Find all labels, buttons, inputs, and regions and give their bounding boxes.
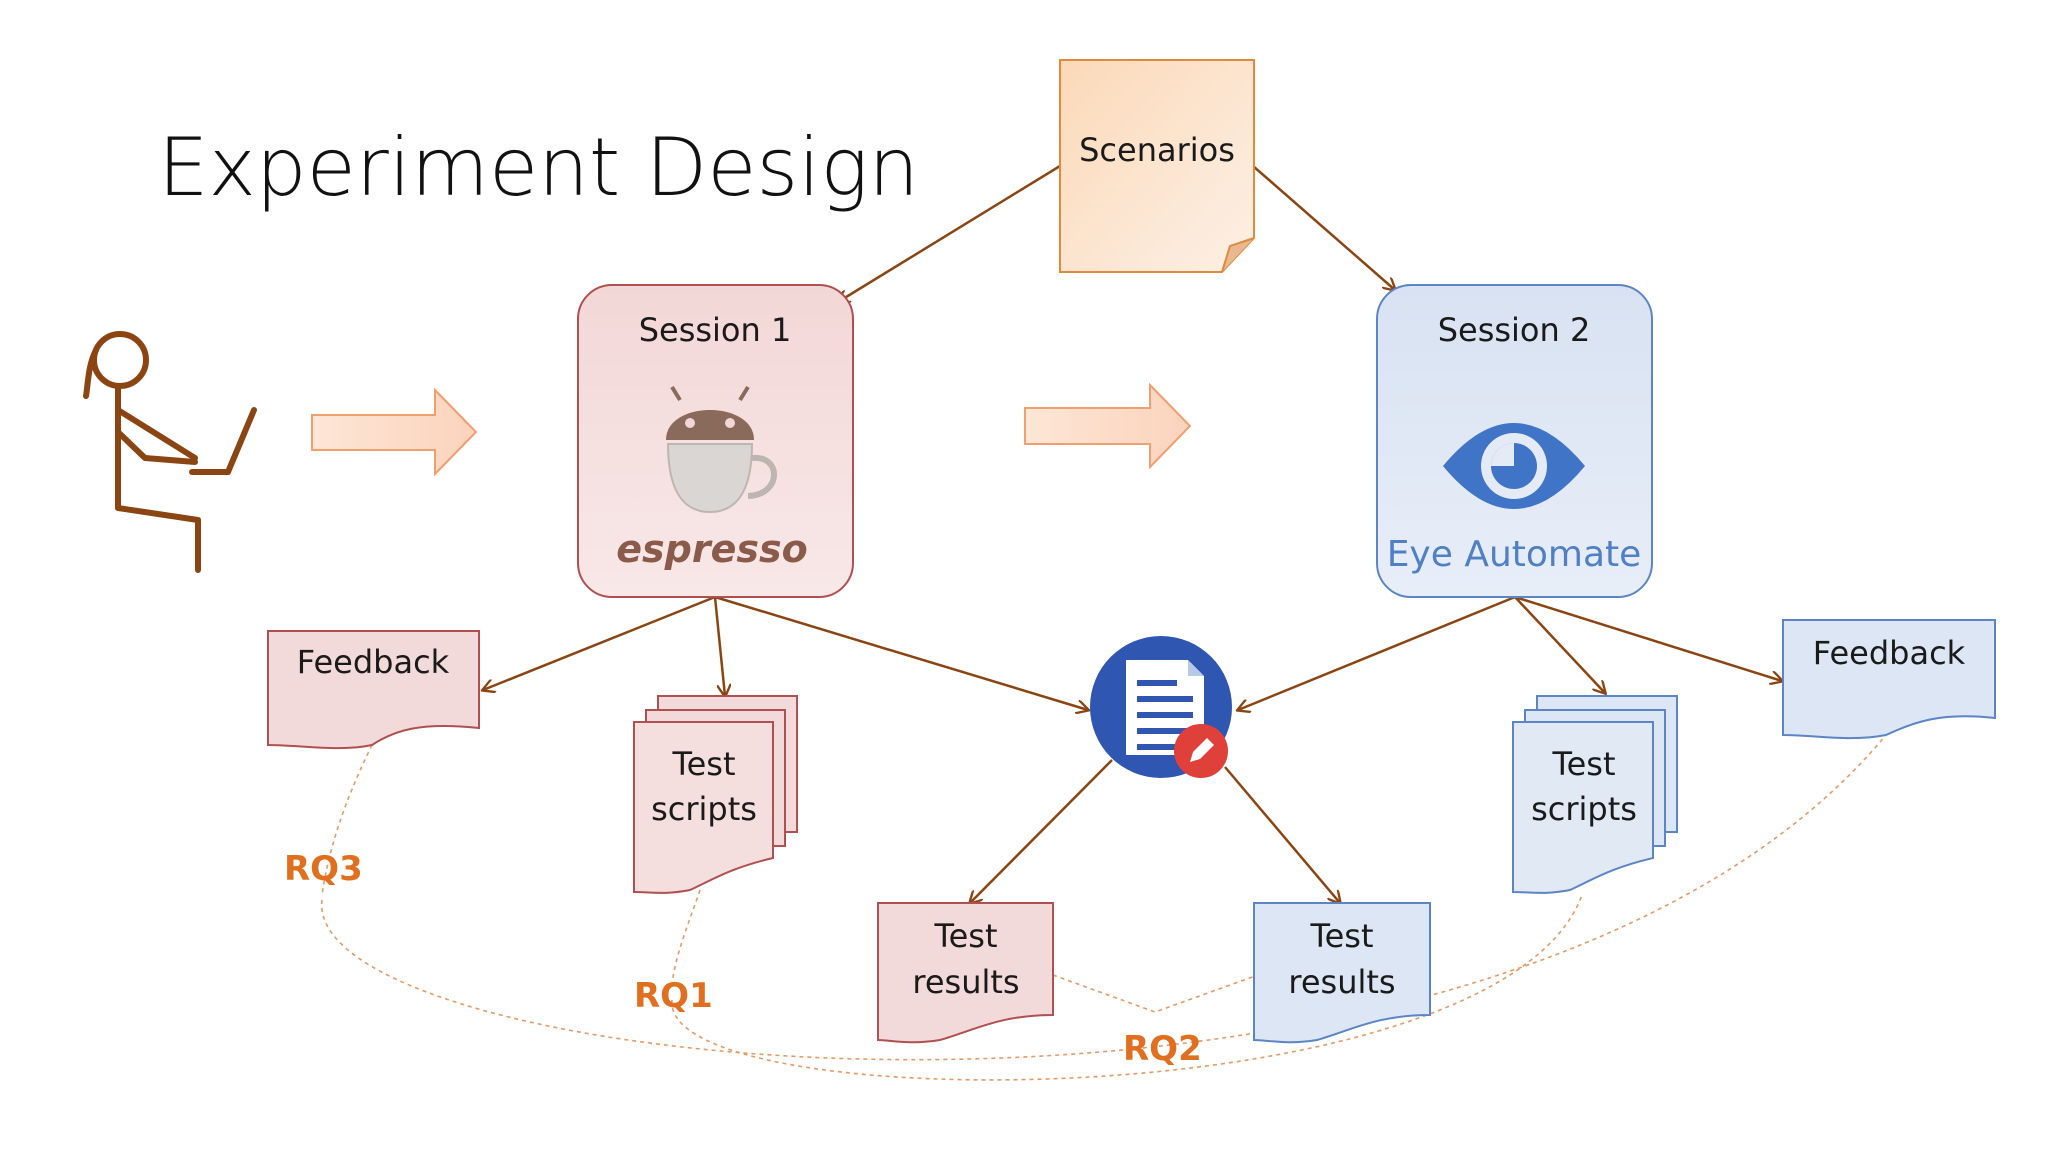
right-arrow-icon: [311, 387, 478, 477]
eye-icon: [1443, 423, 1585, 509]
test-scripts-right-doc: Test scripts: [1512, 695, 1678, 894]
rq3-connector-curve: [321, 734, 1887, 1061]
test-results-right-doc: Test results: [1253, 902, 1431, 1044]
session1-title: Session 1: [639, 311, 792, 349]
arrow-scenarios-to-session2: [1252, 165, 1395, 290]
rq3-label: RQ3: [284, 849, 363, 889]
test-results-right-line1: Test: [1309, 917, 1373, 955]
session1-box: Session 1 espresso: [577, 284, 854, 598]
test-scripts-right-line2: scripts: [1531, 790, 1637, 828]
arrow-session1-to-feedback: [483, 595, 716, 690]
session2-box: Session 2 Eye Automate: [1376, 284, 1653, 598]
espresso-logo-text: espresso: [616, 527, 807, 571]
scenarios-note: Scenarios: [1059, 59, 1255, 273]
test-results-left-doc: Test results: [877, 902, 1054, 1044]
test-scripts-left-line2: scripts: [651, 790, 757, 828]
rq2-connector: [1052, 974, 1259, 1013]
arrow-session2-to-doc: [1238, 595, 1516, 710]
flow-arrows: [483, 164, 1782, 903]
arrow-doc-to-results-right: [1224, 766, 1340, 903]
page-title: Experiment Design: [158, 121, 919, 214]
test-scripts-left-doc: Test scripts: [633, 695, 798, 894]
session2-title: Session 2: [1438, 311, 1591, 349]
android-cup-icon: [666, 385, 777, 514]
person-at-laptop-icon: [83, 331, 257, 573]
arrow-session2-to-scripts: [1514, 596, 1605, 693]
arrow-scenarios-to-session1: [838, 164, 1061, 302]
right-arrow-icon: [1024, 382, 1192, 470]
test-results-left-line1: Test: [933, 917, 997, 955]
test-results-left-line2: results: [912, 963, 1019, 1001]
test-results-right-line2: results: [1288, 963, 1395, 1001]
rq3-connector-feedback: [321, 744, 373, 896]
feedback-right-doc: Feedback: [1782, 619, 1996, 740]
rq2-label: RQ2: [1123, 1029, 1202, 1069]
feedback-left-label: Feedback: [297, 643, 450, 681]
test-scripts-right-line1: Test: [1551, 745, 1615, 783]
feedback-right-label: Feedback: [1813, 634, 1966, 672]
rq1-label: RQ1: [634, 976, 713, 1016]
arrow-session2-to-feedback: [1514, 595, 1782, 681]
feedback-left-doc: Feedback: [267, 630, 480, 750]
test-scripts-left-line1: Test: [671, 745, 735, 783]
rq-connectors: [321, 734, 1887, 1081]
arrow-doc-to-results-left: [970, 759, 1113, 903]
rq1-connector-scripts: [671, 889, 701, 986]
scenarios-label: Scenarios: [1079, 131, 1235, 169]
eye-automate-label: Eye Automate: [1387, 534, 1642, 575]
arrow-session1-to-scripts: [713, 596, 725, 696]
document-edit-icon: [1090, 636, 1232, 778]
arrow-session1-to-doc: [714, 595, 1088, 710]
